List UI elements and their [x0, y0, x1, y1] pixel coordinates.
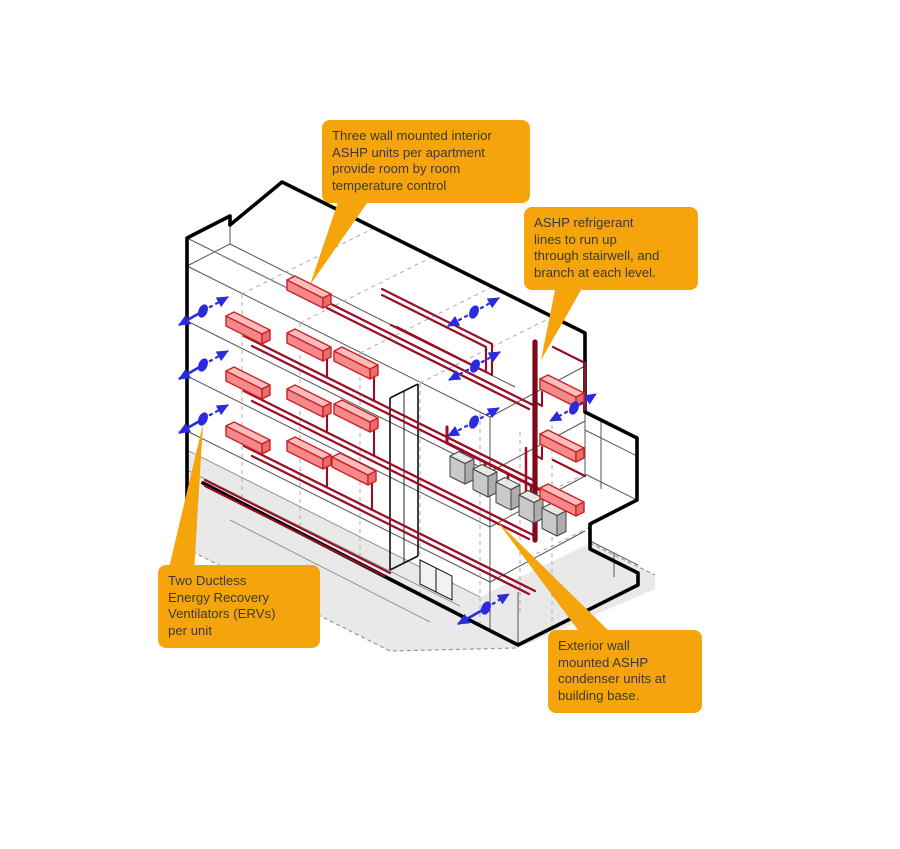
erv-symbol: [447, 407, 500, 437]
ashp-unit: [333, 399, 379, 433]
building-outline: [185, 180, 640, 647]
erv-symbol: [178, 296, 229, 327]
callout-ervs: Two Ductless Energy Recovery Ventilators…: [158, 565, 320, 648]
ashp-unit: [333, 346, 379, 380]
callout-tail-ervs: [168, 424, 203, 572]
interior-ashp-units: [225, 275, 585, 517]
callout-interior-units: Three wall mounted interior ASHP units p…: [322, 120, 530, 203]
callout-tail-refrigerant-lines: [541, 285, 584, 360]
ashp-unit: [539, 429, 585, 463]
condenser-unit: [541, 503, 567, 537]
ashp-unit: [225, 311, 271, 345]
erv-symbol: [178, 404, 229, 435]
erv-symbol: [549, 393, 597, 422]
ashp-unit: [286, 384, 332, 418]
erv-symbol: [447, 297, 500, 327]
erv-symbol: [178, 350, 229, 381]
ashp-unit: [286, 275, 332, 309]
condenser-unit: [472, 464, 498, 498]
erv-symbol: [457, 593, 510, 626]
erv-symbol: [448, 351, 501, 381]
condenser-unit: [449, 451, 475, 485]
erv-symbols: [178, 296, 597, 626]
ashp-unit: [331, 452, 377, 486]
condenser-units: [449, 451, 567, 537]
ashp-unit: [286, 328, 332, 362]
callout-refrigerant-lines: ASHP refrigerant lines to run up through…: [524, 207, 698, 290]
callout-condensers: Exterior wall mounted ASHP condenser uni…: [548, 630, 702, 713]
callout-tail-condensers: [497, 521, 616, 638]
ashp-unit: [225, 366, 271, 400]
ashp-unit: [539, 374, 585, 408]
ashp-unit: [539, 483, 585, 517]
ashp-unit: [286, 436, 332, 470]
ashp-unit: [225, 421, 271, 455]
callout-tails: [168, 196, 616, 638]
callout-tail-interior-units: [310, 196, 372, 285]
